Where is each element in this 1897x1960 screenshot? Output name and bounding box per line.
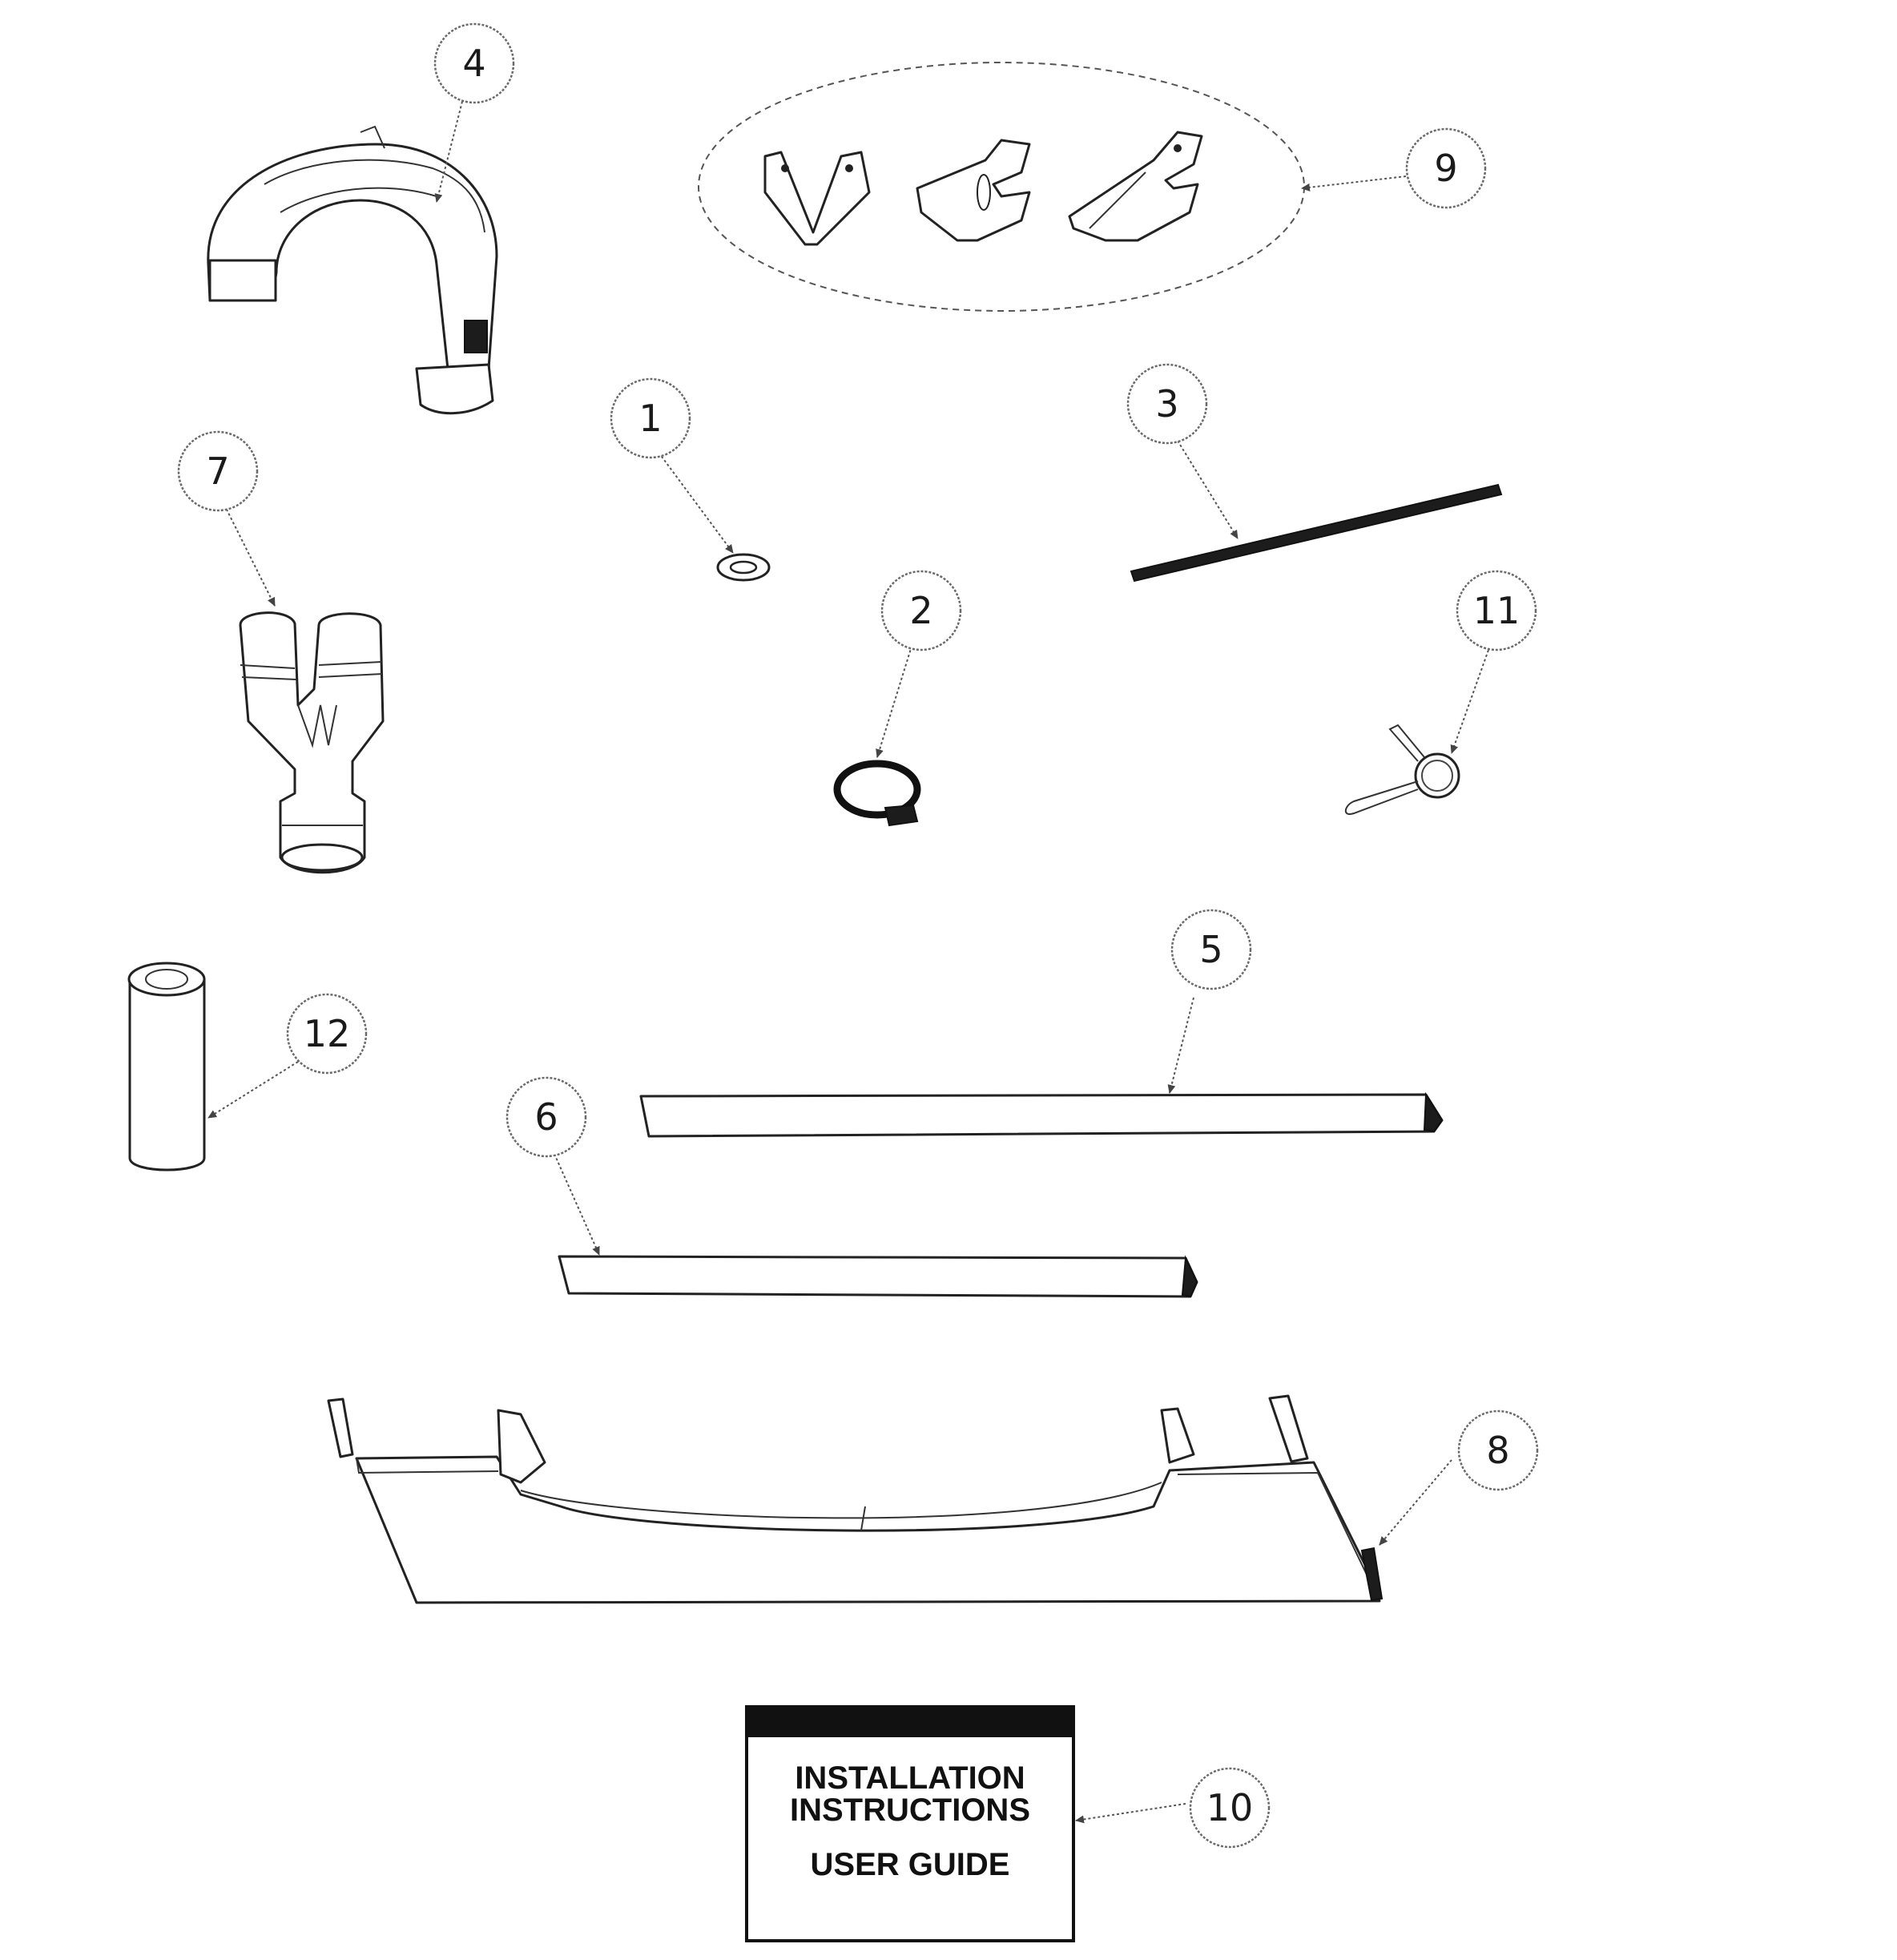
part-4-elbow-bracket (207, 125, 498, 415)
callout-9-label: 9 (1434, 147, 1457, 190)
callout-12-label: 12 (304, 1012, 351, 1055)
callout-2: 2 (880, 570, 962, 651)
callout-4: 4 (433, 22, 515, 104)
part-12-sleeve (127, 962, 206, 1172)
callout-6-label: 6 (534, 1095, 558, 1139)
part-7-y-connector (239, 611, 385, 874)
callout-5: 5 (1170, 909, 1252, 990)
callout-1-label: 1 (638, 397, 662, 440)
callout-7-label: 7 (206, 450, 229, 493)
callout-3: 3 (1126, 363, 1208, 445)
callout-11: 11 (1456, 570, 1537, 651)
callout-5-label: 5 (1199, 928, 1222, 971)
part-8-base-tray (327, 1394, 1383, 1604)
callout-10-label: 10 (1206, 1786, 1254, 1829)
callout-9: 9 (1405, 127, 1487, 209)
callout-8: 8 (1457, 1410, 1539, 1491)
callout-4-label: 4 (462, 42, 485, 85)
part-9-bracket-set (698, 62, 1305, 312)
bracket-angled-left (916, 139, 1031, 242)
callout-6: 6 (505, 1076, 587, 1158)
leader-lines (207, 91, 1492, 1824)
bracket-v (763, 151, 871, 246)
callout-3-label: 3 (1155, 382, 1178, 425)
part-3-strip (1130, 483, 1503, 583)
bracket-angled-right (1068, 131, 1203, 242)
part-1-washer (716, 553, 771, 582)
callout-10: 10 (1189, 1767, 1271, 1849)
part-10-manual: INSTALLATION INSTRUCTIONS USER GUIDE (745, 1705, 1075, 1942)
part-5-foam-strip (639, 1091, 1444, 1138)
manual-line-2: INSTRUCTIONS (790, 1793, 1030, 1828)
callout-2-label: 2 (909, 589, 932, 632)
manual-line-3: USER GUIDE (811, 1847, 1010, 1882)
callout-8-label: 8 (1486, 1429, 1509, 1472)
callout-11-label: 11 (1473, 589, 1520, 632)
part-11-wire-clip (1344, 724, 1460, 815)
callouts: 4 9 1 3 7 2 11 5 (177, 22, 1539, 1849)
callout-7: 7 (177, 430, 259, 512)
callout-1: 1 (610, 377, 691, 459)
part-2-hose-clamp (833, 760, 921, 827)
manual-line-1: INSTALLATION (795, 1760, 1025, 1796)
part-6-foam-strip (558, 1255, 1198, 1298)
callout-12: 12 (286, 993, 368, 1075)
